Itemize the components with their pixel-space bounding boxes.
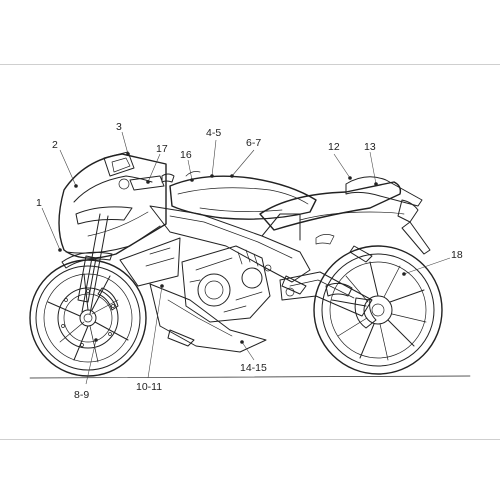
callout-1: 1 <box>36 197 42 209</box>
callout-13: 13 <box>364 141 376 153</box>
windscreen <box>103 151 135 177</box>
side-fairing-panel <box>119 237 181 287</box>
seat-tail <box>259 176 431 255</box>
swingarm <box>279 271 373 317</box>
frame-top-border <box>0 64 500 65</box>
callout-4-5: 4-5 <box>206 127 221 139</box>
license-plate-holder <box>401 221 431 255</box>
fuel-tank <box>169 175 317 220</box>
belly-pan <box>149 283 267 353</box>
callout-16: 16 <box>180 149 192 161</box>
engine <box>181 245 295 323</box>
callout-14-15: 14-15 <box>240 362 267 374</box>
ground-line <box>29 375 471 379</box>
rear-light <box>397 199 419 223</box>
front-fairing <box>58 151 181 287</box>
callout-17: 17 <box>156 143 168 155</box>
callout-18: 18 <box>451 249 463 261</box>
callout-3: 3 <box>116 121 122 133</box>
rear-sets <box>281 234 373 295</box>
exhaust-tip <box>167 329 195 347</box>
frame-bottom-border <box>0 439 500 440</box>
front-caliper <box>97 287 119 311</box>
leader-lines <box>41 131 451 385</box>
callout-10-11: 10-11 <box>136 381 162 393</box>
headlight-outline <box>73 175 153 203</box>
front-fork <box>61 213 113 315</box>
front-disc-holes <box>61 289 115 347</box>
rear-wheel <box>313 245 443 375</box>
callout-labels: 1 2 3 4-5 6-7 8-9 10-11 12 13 14-15 16 1… <box>36 121 463 401</box>
main-frame <box>149 205 311 283</box>
front-brake-disc <box>57 287 119 349</box>
callout-6-7: 6-7 <box>246 137 261 149</box>
callout-2: 2 <box>52 139 58 151</box>
callout-8-9: 8-9 <box>74 389 89 401</box>
front-fender <box>61 251 113 269</box>
rear-sprocket <box>354 297 377 329</box>
callout-12: 12 <box>328 141 340 153</box>
